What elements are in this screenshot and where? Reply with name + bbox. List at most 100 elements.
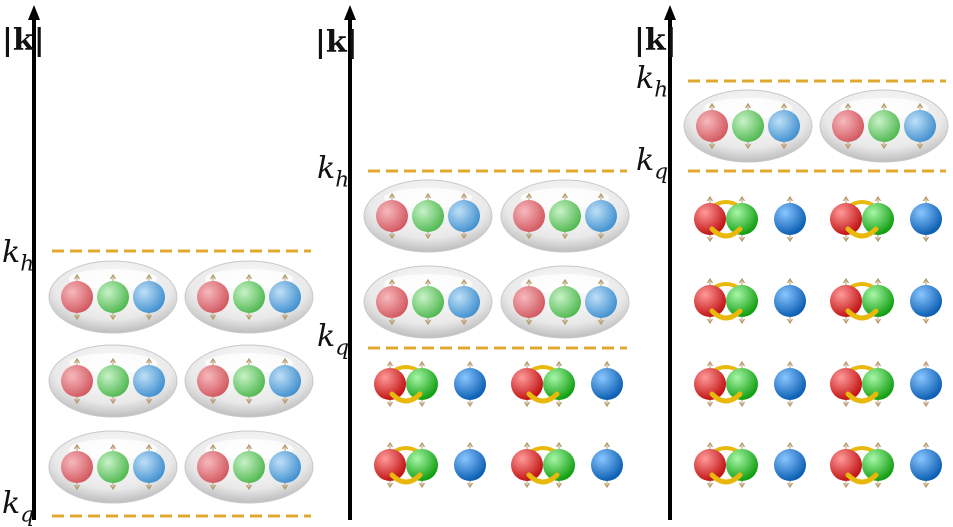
spin-arrow-down [922, 401, 930, 408]
spin-arrow-up [842, 441, 850, 448]
quark-green [543, 449, 575, 481]
baryon-quark-green [97, 365, 129, 397]
lower-label-main: k [317, 319, 335, 354]
lower-label-main: k [636, 143, 654, 178]
spin-arrow-down [922, 236, 930, 243]
spin-arrow-down [738, 318, 746, 325]
baryon-quark-blue [133, 365, 165, 397]
baryon-quark-blue [133, 451, 165, 483]
spin-arrow-down [874, 482, 882, 489]
spin-arrow-down [744, 143, 752, 150]
spin-arrow-down [555, 482, 563, 489]
baryon [363, 179, 493, 253]
spin-arrow-up [523, 441, 531, 448]
baryon-quark-red [696, 110, 728, 142]
baryon [500, 179, 630, 253]
spin-arrow-up [706, 277, 714, 284]
baryon-quark-blue [768, 110, 800, 142]
spin-arrow-up [842, 195, 850, 202]
quark-group [830, 195, 942, 243]
spin-arrow-up [418, 360, 426, 367]
spin-arrow-down [145, 484, 153, 491]
spin-arrow-down [561, 233, 569, 240]
baryon [683, 89, 813, 163]
spin-arrow-up [555, 441, 563, 448]
spin-arrow-up [738, 195, 746, 202]
upper-label: kh [636, 61, 668, 102]
spin-arrow-down [109, 314, 117, 321]
quark-green [406, 368, 438, 400]
quark-blue [910, 449, 942, 481]
spin-arrow-down [109, 484, 117, 491]
lower-label-main: k [2, 486, 20, 521]
spin-arrow-down [424, 319, 432, 326]
spin-arrow-down [281, 398, 289, 405]
spin-arrow-up [874, 360, 882, 367]
spin-arrow-down [466, 401, 474, 408]
baryon-quark-blue [904, 110, 936, 142]
quark-group [694, 441, 806, 489]
quark-red [374, 368, 406, 400]
spin-arrow-down [706, 318, 714, 325]
baryon [184, 344, 314, 418]
spin-arrow-down [73, 314, 81, 321]
baryon-layer [48, 260, 314, 504]
spin-arrow-up [561, 192, 569, 199]
quark-blue [910, 368, 942, 400]
spin-arrow-up [786, 441, 794, 448]
spin-arrow-up [145, 273, 153, 280]
axis-arrow [28, 5, 40, 20]
baryon-quark-red [376, 200, 408, 232]
spin-arrow-up [738, 277, 746, 284]
diquark-link [709, 472, 743, 485]
spin-arrow-up [466, 360, 474, 367]
quark-green [726, 368, 758, 400]
quark-blue [774, 368, 806, 400]
spin-arrow-up [209, 357, 217, 364]
spin-arrow-down [597, 233, 605, 240]
spin-arrow-up [245, 357, 253, 364]
baryon-quark-red [513, 286, 545, 318]
diquark-link [526, 472, 560, 485]
spin-arrow-down [145, 398, 153, 405]
quark-green [862, 285, 894, 317]
baryon-quark-green [233, 365, 265, 397]
upper-label-main: k [2, 235, 20, 270]
quark-group [511, 360, 623, 408]
quark-group [830, 441, 942, 489]
baryon-quark-blue [269, 365, 301, 397]
baryon-quark-blue [269, 281, 301, 313]
axis-arrow [344, 5, 356, 20]
baryon-quark-red [197, 365, 229, 397]
baryon-quark-red [197, 281, 229, 313]
quark-red [374, 449, 406, 481]
spin-arrow-down [780, 143, 788, 150]
baryon [819, 89, 949, 163]
baryon-quark-blue [133, 281, 165, 313]
spin-arrow-down [842, 318, 850, 325]
spin-arrow-up [603, 360, 611, 367]
spin-arrow-up [109, 357, 117, 364]
spin-arrow-up [73, 357, 81, 364]
baryon-quark-red [61, 451, 93, 483]
spin-arrow-down [561, 319, 569, 326]
spin-arrow-down [418, 401, 426, 408]
quark-red [830, 285, 862, 317]
baryon-quark-green [732, 110, 764, 142]
quark-blue [774, 449, 806, 481]
spin-arrow-down [844, 143, 852, 150]
quark-green [862, 203, 894, 235]
spin-arrow-down [916, 143, 924, 150]
spin-arrow-up [466, 441, 474, 448]
spin-arrow-down [786, 236, 794, 243]
baryon-quark-green [549, 286, 581, 318]
spin-arrow-up [523, 360, 531, 367]
upper-label-sub: h [20, 251, 34, 276]
quark-green [726, 203, 758, 235]
spin-arrow-down [73, 484, 81, 491]
spin-arrow-down [874, 401, 882, 408]
spin-arrow-down [245, 398, 253, 405]
spin-arrow-up [73, 273, 81, 280]
